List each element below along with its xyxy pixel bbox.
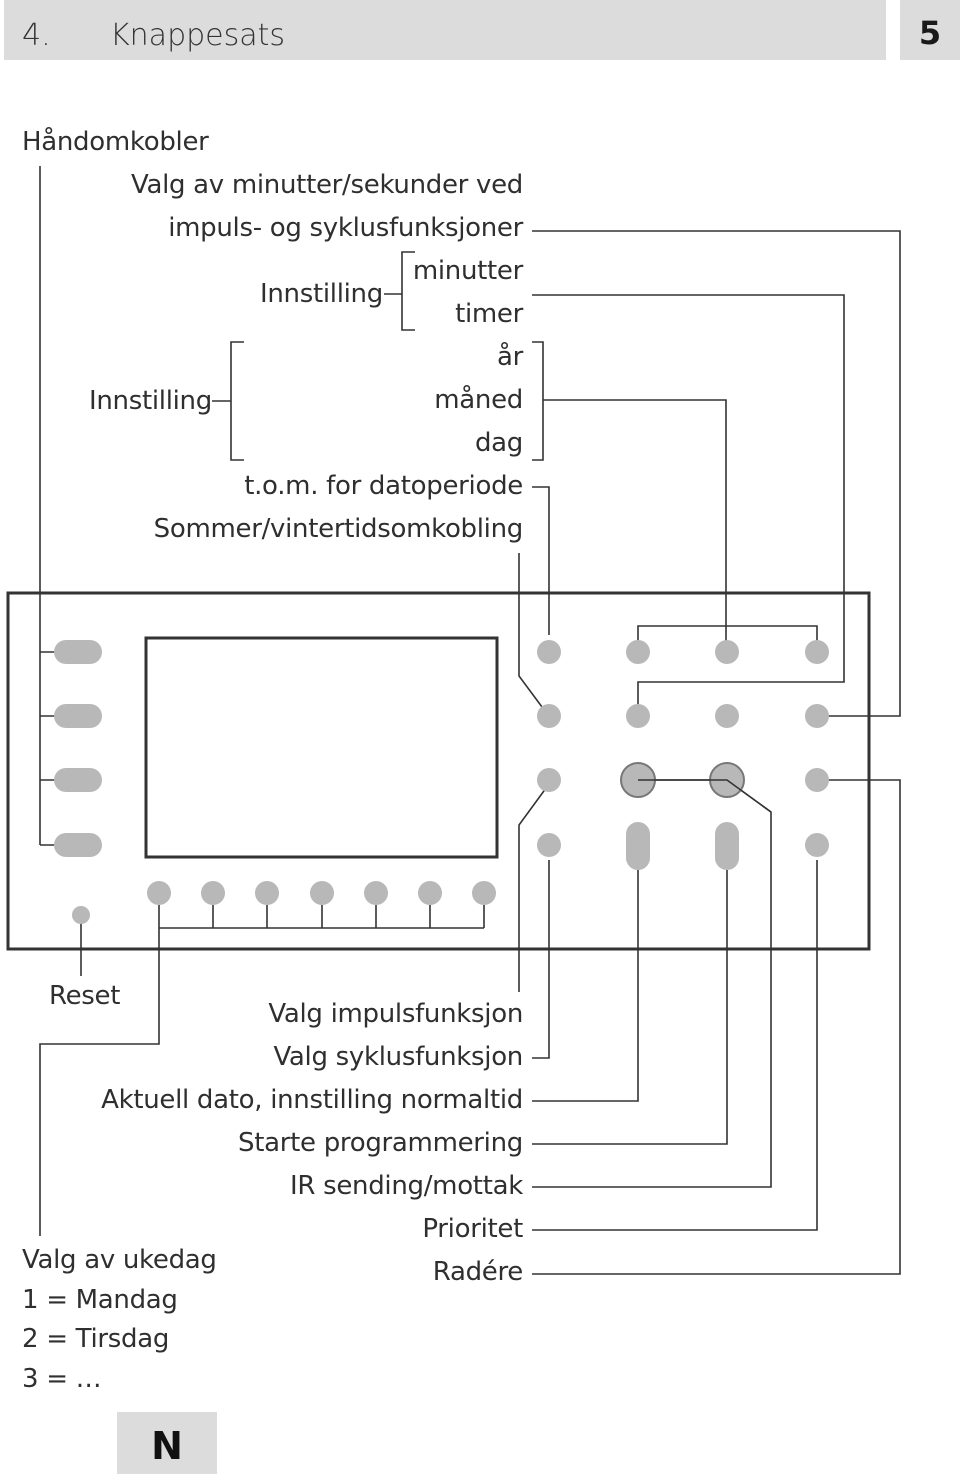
leader-aktuell-dato (532, 870, 639, 1102)
hand-switch-1 (54, 640, 102, 664)
weekday-button-3 (255, 881, 279, 905)
leader-min-sek (532, 230, 901, 717)
bracket-dato-right (532, 341, 818, 652)
weekday-button-5 (364, 881, 388, 905)
label-minutter: minutter (412, 256, 523, 286)
bracket-dato (212, 341, 244, 461)
weekday-bus (39, 905, 485, 1236)
display-screen (144, 636, 499, 859)
label-valg-impuls: Valg impulsfunksjon (268, 999, 523, 1029)
label-dag-3: 3 = … (22, 1364, 102, 1394)
hand-switch-4 (54, 833, 102, 857)
label-tom-datoperiode: t.o.m. for datoperiode (244, 471, 523, 501)
key-r1c2 (626, 640, 650, 664)
label-dag: dag (474, 428, 523, 458)
key-r2c2 (626, 704, 650, 728)
label-handomkobler: Håndomkobler (22, 127, 209, 157)
key-r4c2 (626, 822, 650, 870)
key-r3c1 (537, 768, 561, 792)
leader-innstilling-tid (532, 294, 845, 716)
header-bar (4, 0, 886, 60)
leader-prioritet (532, 860, 818, 1231)
page-number: 5 (900, 0, 960, 60)
weekday-button-6 (418, 881, 442, 905)
key-r1c4 (805, 640, 829, 664)
label-sommer-vinter: Sommer/vintertidsomkobling (153, 514, 524, 544)
reset-button (72, 906, 90, 924)
label-timer: timer (455, 299, 523, 329)
weekday-button-4 (310, 881, 334, 905)
key-r1c3 (715, 640, 739, 664)
device-frame (6, 591, 871, 951)
label-innstilling-tid: Innstilling (260, 279, 383, 309)
label-valg-min-sek: Valg av minutter/sekunder ved (130, 170, 523, 200)
leader-sommer-vinter (518, 553, 546, 712)
leader-radere (532, 779, 901, 1275)
label-innstilling-dato: Innstilling (89, 386, 212, 416)
section-number: 4. (22, 18, 51, 53)
label-valg-ukedag: Valg av ukedag (22, 1245, 217, 1275)
leader-valg-syklus (532, 860, 550, 1059)
label-radere: Radére (432, 1257, 524, 1287)
leader-handomkobler (39, 166, 78, 846)
leader-tom (532, 486, 550, 635)
language-tab: N (117, 1412, 217, 1474)
label-dag-2: 2 = Tirsdag (22, 1324, 170, 1354)
label-valg-syklus: Valg syklusfunksjon (273, 1042, 523, 1072)
hand-switch-3 (54, 768, 102, 792)
label-impuls-syklus: impuls- og syklusfunksjoner (168, 213, 523, 243)
label-prioritet: Prioritet (422, 1214, 523, 1244)
key-r4c4 (805, 833, 829, 857)
key-r4c3 (715, 822, 739, 870)
key-r2c4 (805, 704, 829, 728)
weekday-button-7 (472, 881, 496, 905)
key-r2c1 (537, 704, 561, 728)
label-ir: IR sending/mottak (289, 1171, 523, 1201)
label-reset: Reset (49, 981, 121, 1011)
label-ar: år (496, 342, 523, 372)
label-starte-prog: Starte programmering (238, 1128, 523, 1158)
key-r2c3 (715, 704, 739, 728)
label-dag-1: 1 = Mandag (22, 1285, 178, 1315)
key-r1c1 (537, 640, 561, 664)
leader-starte-prog (532, 870, 728, 1145)
leader-valg-impuls (518, 783, 550, 992)
bracket-minutter-timer (384, 251, 415, 331)
weekday-button-1 (147, 881, 171, 905)
label-aktuell-dato: Aktuell dato, innstilling normaltid (101, 1085, 523, 1115)
hand-switch-2 (54, 704, 102, 728)
page-title: Knappesats (110, 18, 286, 53)
key-r3c4 (805, 768, 829, 792)
label-maned: måned (434, 385, 523, 415)
weekday-button-2 (201, 881, 225, 905)
key-r4c1 (537, 833, 561, 857)
